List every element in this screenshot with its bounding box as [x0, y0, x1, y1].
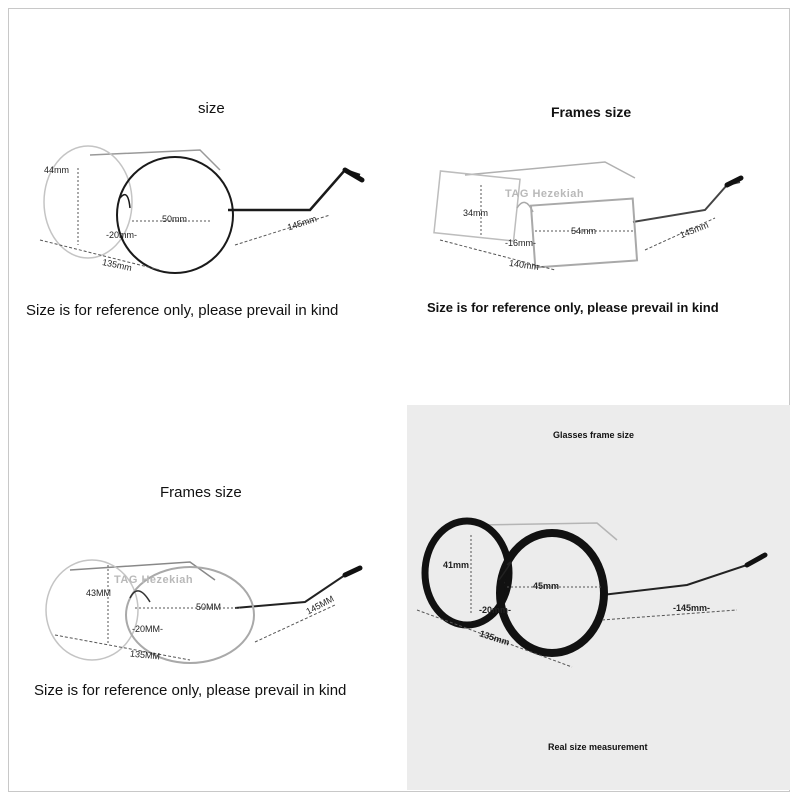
watermark: TAG Hezekiah [114, 574, 194, 586]
dim-bridge: -20mm- [106, 230, 137, 240]
dim-bridge: -20mm- [479, 605, 512, 615]
dim-height: 43MM [86, 588, 112, 598]
panel-footer: Real size measurement [548, 742, 648, 752]
panel-glasses-frame-size-black: Glasses frame size 41mm 45mm -20mm- -145… [407, 405, 790, 790]
dim-bridge: -16mm- [505, 238, 536, 248]
dim-bridge: -20MM- [132, 624, 163, 634]
dim-temple: -145mm- [673, 603, 711, 613]
panel-caption: Size is for reference only, please preva… [26, 302, 339, 319]
panel-title: size [198, 100, 225, 117]
dim-height: 41mm [443, 560, 470, 570]
dim-lens: 54mm [571, 226, 597, 236]
dim-lens: 50mm [162, 214, 188, 224]
glasses-illustration [39, 145, 365, 274]
dim-lens: 45mm [533, 581, 560, 591]
glasses-illustration [416, 517, 768, 668]
panel-caption: Size is for reference only, please preva… [34, 682, 347, 699]
dim-height: 44mm [44, 165, 70, 175]
panel-caption: Size is for reference only, please preva… [427, 300, 719, 315]
dim-lens: 50MM [196, 602, 222, 612]
panel-size-round-wire: size 44mm 50mm -20mm- 145mm 135mm Size i… [10, 80, 400, 340]
glasses-illustration [433, 161, 744, 271]
panel-title: Frames size [551, 104, 632, 120]
panel-frames-size-rectangle: Frames size TAG Hezekiah 34mm 54mm -16mm… [405, 90, 790, 340]
panel-frames-size-oval: Frames size TAG Hezekiah 43MM 50MM -20MM… [10, 470, 400, 720]
panel-title: Glasses frame size [553, 430, 635, 440]
watermark: TAG Hezekiah [505, 188, 585, 200]
image-border [8, 8, 790, 792]
glasses-illustration [45, 559, 363, 664]
panel-title: Frames size [160, 484, 242, 501]
dim-height: 34mm [463, 208, 489, 218]
